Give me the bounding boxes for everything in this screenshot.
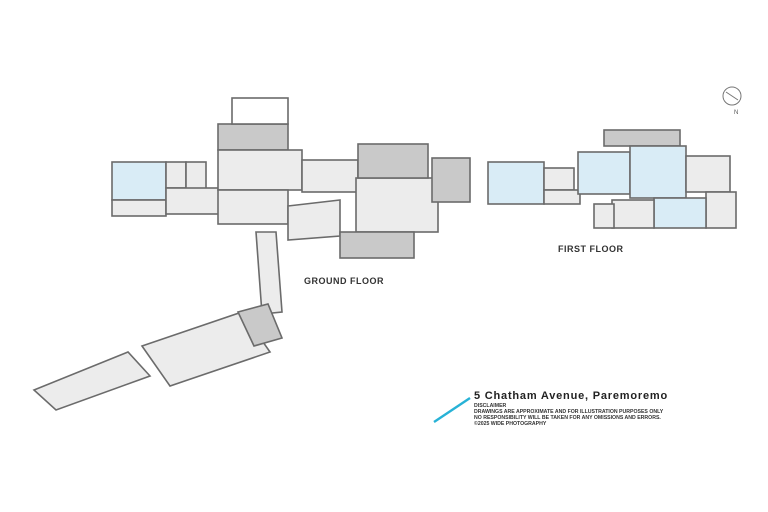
first-floor-label: FIRST FLOOR	[558, 244, 624, 254]
disclaimer-line: DRAWINGS ARE APPROXIMATE AND FOR ILLUSTR…	[474, 409, 664, 415]
garage-ramp	[236, 303, 284, 347]
disclaimer-copyright: ©2025 WIDE PHOTOGRAPHY	[474, 421, 547, 427]
first-bedroom-left	[487, 161, 545, 205]
ground-sitting-room	[111, 199, 167, 217]
disclaimer: DISCLAIMER DRAWINGS ARE APPROXIMATE AND …	[474, 403, 663, 427]
first-balcony	[603, 129, 681, 147]
garage-plans	[32, 303, 284, 411]
property-address: 5 Chatham Avenue, Paremoremo	[474, 390, 668, 402]
ground-deck-right	[357, 143, 429, 179]
accent-slash	[433, 397, 471, 423]
ground-family	[355, 177, 439, 233]
first-hall	[543, 189, 581, 205]
ground-hall-left	[165, 187, 221, 215]
first-floor-plan	[487, 129, 737, 229]
ground-floor-plan	[111, 97, 471, 315]
first-master-bedroom	[629, 145, 687, 199]
first-ensuite	[685, 155, 731, 193]
ground-living	[217, 149, 303, 191]
garage-main	[140, 311, 272, 387]
ground-deck-bottom	[339, 231, 415, 259]
ground-deck-far-right	[431, 157, 471, 203]
ground-kitchen	[287, 199, 341, 241]
garage-second	[32, 351, 152, 411]
ground-dining	[301, 159, 359, 193]
ground-foyer	[217, 189, 289, 225]
compass-north-label: N	[734, 110, 738, 116]
ground-walkway	[255, 231, 283, 315]
first-study	[611, 199, 655, 229]
ground-floor-label: GROUND FLOOR	[304, 276, 384, 286]
first-bath-left	[543, 167, 575, 191]
ground-bedroom	[111, 161, 167, 201]
ground-bath	[165, 161, 187, 189]
disclaimer-heading: DISCLAIMER	[474, 403, 507, 409]
ground-deck-top	[217, 123, 289, 151]
first-wir	[705, 191, 737, 229]
first-bedroom-centre	[577, 151, 631, 195]
ground-deck-top-roof	[231, 97, 289, 125]
disclaimer-line: NO RESPONSIBILITY WILL BE TAKEN FOR ANY …	[474, 415, 661, 421]
first-stair	[593, 203, 615, 229]
first-bedroom-right	[653, 197, 707, 229]
compass: N	[722, 86, 742, 116]
